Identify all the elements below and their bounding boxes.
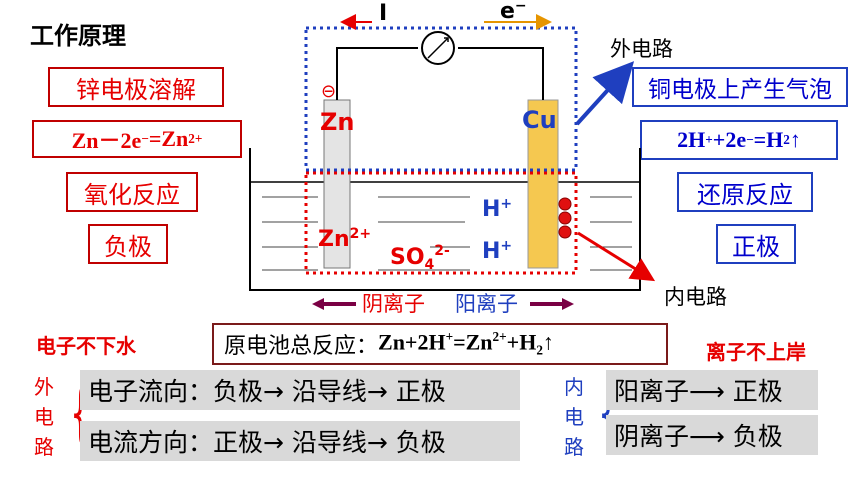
zn-eq-sup2: 2+ <box>188 131 203 146</box>
h-eq-sup2: − <box>746 132 754 147</box>
inner-circuit-label: 内电路 <box>664 285 727 309</box>
outer-circuit-label: 外电路 <box>610 37 673 61</box>
inner-circuit-region <box>304 171 578 275</box>
h-eq-c: =H <box>753 127 784 152</box>
positive-text: 正极 <box>732 232 780 261</box>
cation-label: 阳离子 <box>455 292 518 316</box>
inner-pointer-arrow <box>577 231 656 282</box>
current-flow-line: 电流方向：正极→ 沿导线→ 负极 <box>80 421 520 461</box>
negative-sign: ⊖ <box>321 81 336 102</box>
anion-migration-arrow <box>312 298 356 310</box>
ion-note: 离子不上岸 <box>706 340 806 364</box>
outer-pointer-arrow <box>575 61 635 126</box>
outer-side-label: 外电路 <box>34 375 54 459</box>
h-eq-sup1: + <box>705 132 713 147</box>
zn-eq-main: Zn－2e <box>71 128 142 153</box>
zinc-electrode <box>323 99 351 269</box>
total-reaction-prefix: 原电池总反应： <box>224 334 379 359</box>
hydrogen-bubbles <box>558 197 572 239</box>
zn-eq-sup1: − <box>141 131 149 146</box>
cu-bubbles-box: 铜电极上产生气泡 <box>632 67 848 107</box>
reduction-box: 还原反应 <box>677 172 813 212</box>
solution-lines <box>262 196 632 271</box>
reduction-text: 还原反应 <box>697 180 793 209</box>
galvanic-cell-diagram: I e− 外电路 ⊖ Zn Cu Zn2+ SO42- H+ H+ 内电路 阴离… <box>249 0 727 316</box>
galvanometer-icon <box>421 31 455 65</box>
negative-text: 负极 <box>104 232 152 261</box>
current-label: I <box>379 1 387 26</box>
oxidation-box: 氧化反应 <box>66 172 198 212</box>
anion-label: 阴离子 <box>362 292 425 316</box>
negative-box: 负极 <box>88 224 168 264</box>
h-eq-b: +2e <box>712 127 747 152</box>
electron-label: e− <box>500 0 527 24</box>
oxidation-text: 氧化反应 <box>84 180 180 209</box>
inner-side-label: 内电路 <box>564 375 584 459</box>
cation-migration-arrow <box>530 298 574 310</box>
h-eq-d: ↑ <box>789 127 801 152</box>
electron-note: 电子不下水 <box>36 334 136 358</box>
h-eq-a: 2H <box>677 127 706 152</box>
zn-dissolve-text: 锌电极溶解 <box>76 75 196 104</box>
h-ion-label-lower: H+ <box>482 238 512 264</box>
outer-circuit-region <box>304 26 578 172</box>
wire <box>336 47 418 100</box>
so4-ion-label: SO42- <box>390 243 450 273</box>
copper-electrode <box>527 99 559 269</box>
cation-flow-line: 阳离子⟶ 正极 <box>606 370 818 410</box>
zn-eq-mid: =Zn <box>148 126 189 151</box>
anion-flow-line: 阴离子⟶ 负极 <box>606 415 818 455</box>
total-reaction-box: 原电池总反应： Zn+2H+=Zn2++H2↑ <box>212 323 668 365</box>
zn-label: Zn <box>320 108 355 136</box>
positive-box: 正极 <box>716 224 796 264</box>
h-eq-sub: 2 <box>783 132 790 147</box>
h-ion-label-upper: H+ <box>482 196 512 222</box>
electron-flow-line: 电子流向：负极→ 沿导线→ 正极 <box>80 370 520 410</box>
zn-dissolve-box: 锌电极溶解 <box>48 67 224 107</box>
beaker <box>249 148 641 291</box>
page-title: 工作原理 <box>30 22 126 50</box>
cu-bubbles-text: 铜电极上产生气泡 <box>648 77 832 103</box>
cu-label: Cu <box>522 106 557 134</box>
total-reaction-equation: Zn+2H+=Zn2++H2↑ <box>378 329 554 358</box>
zn-ion-label: Zn2+ <box>318 226 371 252</box>
